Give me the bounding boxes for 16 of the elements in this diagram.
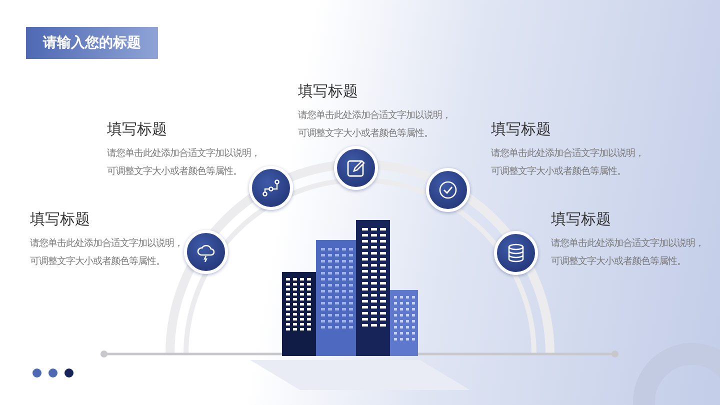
item-description: 请您单击此处添加合适文字加以说明，可调整文字大小或者颜色等属性。 [107, 147, 261, 179]
icon-circle [184, 230, 228, 274]
icon-circle [494, 231, 538, 275]
title-banner: 请输入您的标题 [26, 27, 158, 59]
item-heading: 填写标题 [30, 210, 90, 229]
icon-circle [334, 146, 378, 190]
icon-circle [426, 168, 470, 212]
item-description: 请您单击此处添加合适文字加以说明，可调整文字大小或者颜色等属性。 [298, 109, 452, 141]
item-description: 请您单击此处添加合适文字加以说明，可调整文字大小或者颜色等属性。 [30, 237, 184, 269]
item-heading: 填写标题 [491, 120, 551, 139]
item-heading: 填写标题 [298, 82, 358, 101]
item-heading: 填写标题 [107, 120, 167, 139]
item-heading: 填写标题 [551, 210, 611, 229]
item-description: 请您单击此处添加合适文字加以说明，可调整文字大小或者颜色等属性。 [491, 147, 645, 179]
icon-circle [249, 166, 293, 210]
item-description: 请您单击此处添加合适文字加以说明，可调整文字大小或者颜色等属性。 [551, 237, 705, 269]
